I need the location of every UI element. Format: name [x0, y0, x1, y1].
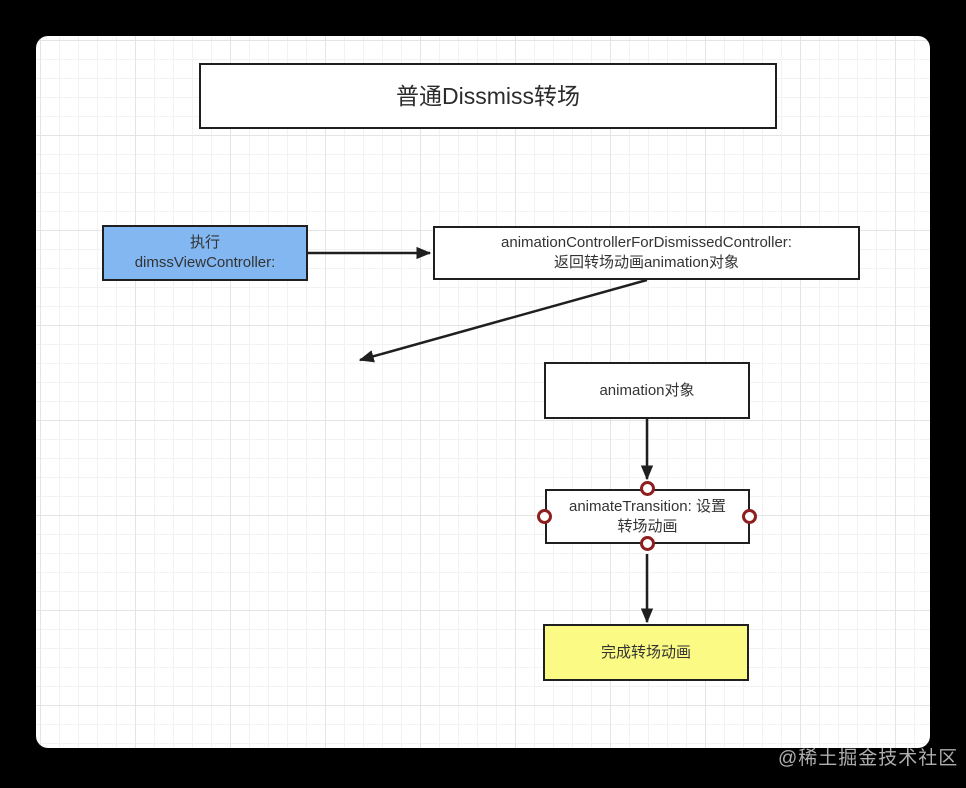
diagram-title: 普通Dissmiss转场	[396, 83, 580, 109]
controller-node-label-line1: animationControllerForDismissedControlle…	[501, 234, 792, 251]
transition-node-label-line1: animateTransition: 设置	[568, 497, 726, 515]
transition-node-label-line2: 转场动画	[617, 517, 678, 535]
flow-arrows	[308, 246, 654, 624]
connection-handle-top	[640, 481, 655, 496]
controller-node-label-line2: 返回转场动画animation对象	[553, 254, 740, 271]
transition-node: animateTransition: 设置 转场动画	[545, 489, 750, 544]
arrow-controller-to-animation	[358, 278, 648, 363]
connection-handle-left	[537, 509, 552, 524]
controller-node: animationControllerForDismissedControlle…	[433, 226, 860, 280]
connection-handle-right	[742, 509, 757, 524]
start-node-label-line1: 执行	[189, 234, 220, 251]
animation-node: animation对象	[544, 362, 750, 419]
title-node: 普通Dissmiss转场	[199, 63, 777, 129]
done-node-label: 完成转场动画	[600, 643, 691, 661]
start-node: 执行 dimssViewController:	[102, 225, 308, 281]
diagram-canvas: 普通Dissmiss转场 执行 dimssViewController: ani…	[36, 36, 930, 748]
start-node-label-line2: dimssViewController:	[134, 254, 276, 271]
connection-handle-bottom	[640, 536, 655, 551]
done-node: 完成转场动画	[543, 624, 749, 681]
animation-node-label: animation对象	[599, 381, 695, 399]
watermark: @稀土掘金技术社区	[778, 748, 959, 769]
